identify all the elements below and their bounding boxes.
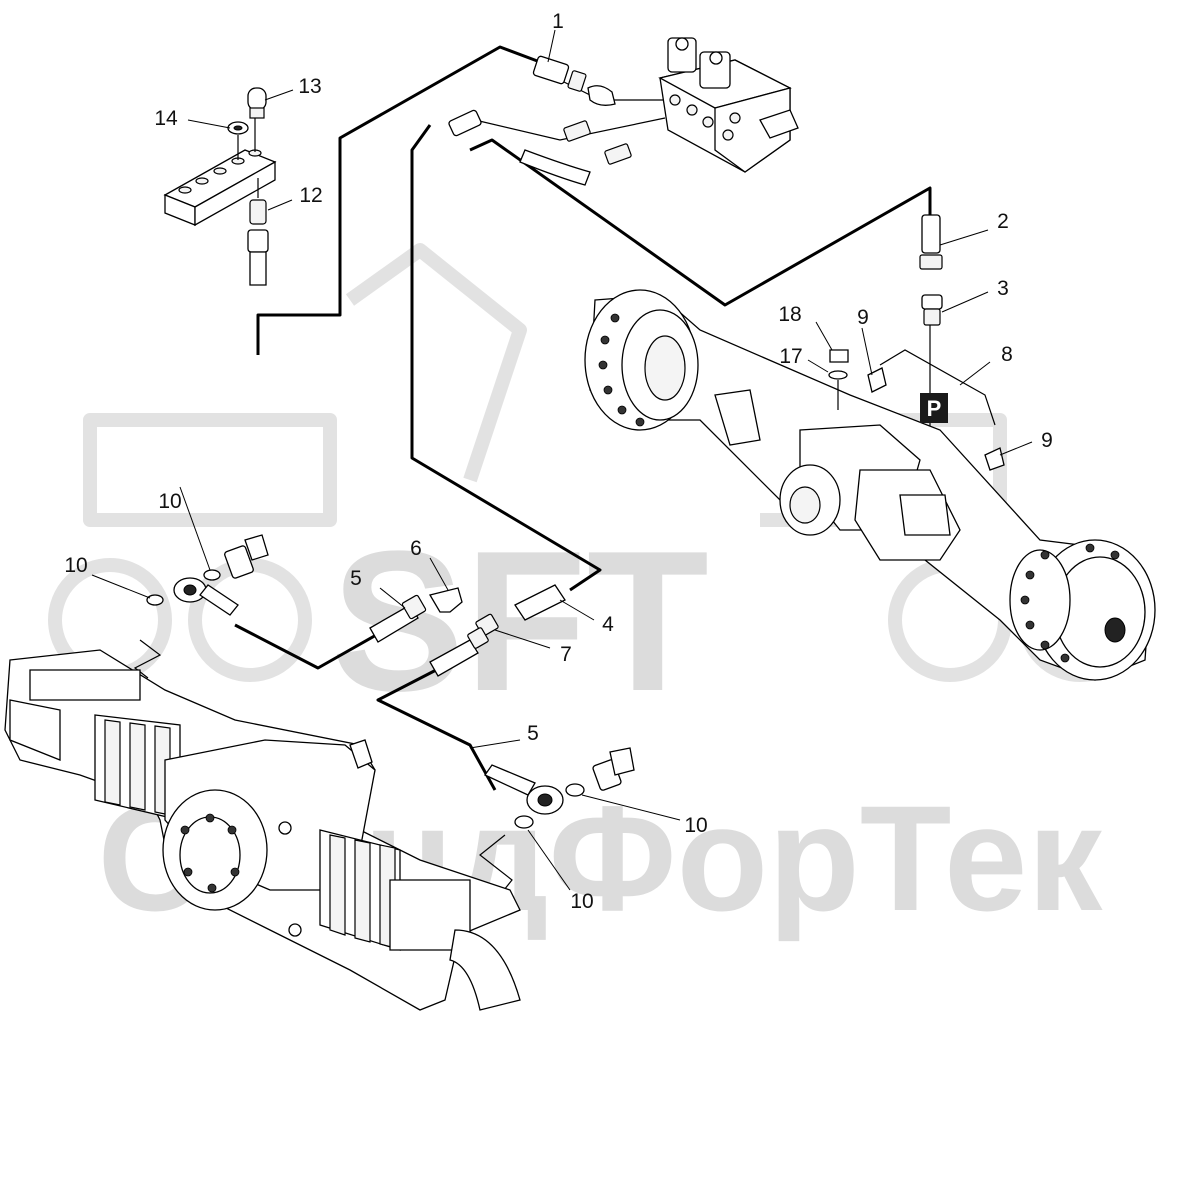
callout-14: 14: [154, 107, 178, 130]
leader-right-ring: [479, 834, 513, 896]
front-axle-assembly: [584, 289, 1156, 681]
left-banjo-set: [146, 534, 269, 616]
callout-7: 7: [560, 643, 572, 666]
brake-line-left: [234, 623, 386, 670]
callout-10-lower: 10: [570, 890, 593, 913]
callout-10-right: 10: [684, 814, 707, 837]
callout-5-lower: 5: [527, 722, 539, 745]
hose-to-valve: [474, 117, 666, 141]
callout-10-upper: 10: [158, 490, 181, 513]
callout-9-lower: 9: [1041, 429, 1053, 452]
rigid-pipe-8: [879, 349, 996, 426]
brake-line-main-rear: [410, 124, 602, 592]
fittings-2-3: [919, 214, 943, 326]
callout-13: 13: [298, 75, 321, 98]
pressure-point-badge-text: P: [927, 396, 942, 421]
brake-line-right: [376, 666, 497, 791]
callout-10-left: 10: [64, 554, 87, 577]
right-banjo-set: [484, 747, 635, 829]
callout-17: 17: [779, 345, 802, 368]
callout-2: 2: [997, 210, 1009, 233]
callout-3: 3: [997, 277, 1009, 300]
valve-fittings: [448, 55, 632, 186]
rear-axle-assembly: [4, 649, 521, 1011]
brake-line-to-block: [256, 45, 541, 355]
leader-left-ring: [133, 639, 162, 679]
callout-1: 1: [552, 10, 564, 33]
callout-6: 6: [410, 537, 422, 560]
distribution-bar: [163, 87, 277, 286]
leader-lines: [91, 29, 1033, 891]
callout-12: 12: [299, 184, 322, 207]
callout-8: 8: [1001, 343, 1013, 366]
callout-5-upper: 5: [350, 567, 362, 590]
callout-9-upper: 9: [857, 306, 869, 329]
pressure-point-badge: P: [920, 393, 948, 423]
brake-line-to-front-axle: [469, 138, 932, 307]
center-fittings: [369, 584, 566, 677]
callout-4: 4: [602, 613, 614, 636]
callout-18: 18: [778, 303, 801, 326]
brake-valve-block: [658, 37, 799, 173]
callouts: 1 2 3 4 5 5 6 7 8 9 9 10 10 10 10 12 13 …: [64, 10, 1053, 913]
